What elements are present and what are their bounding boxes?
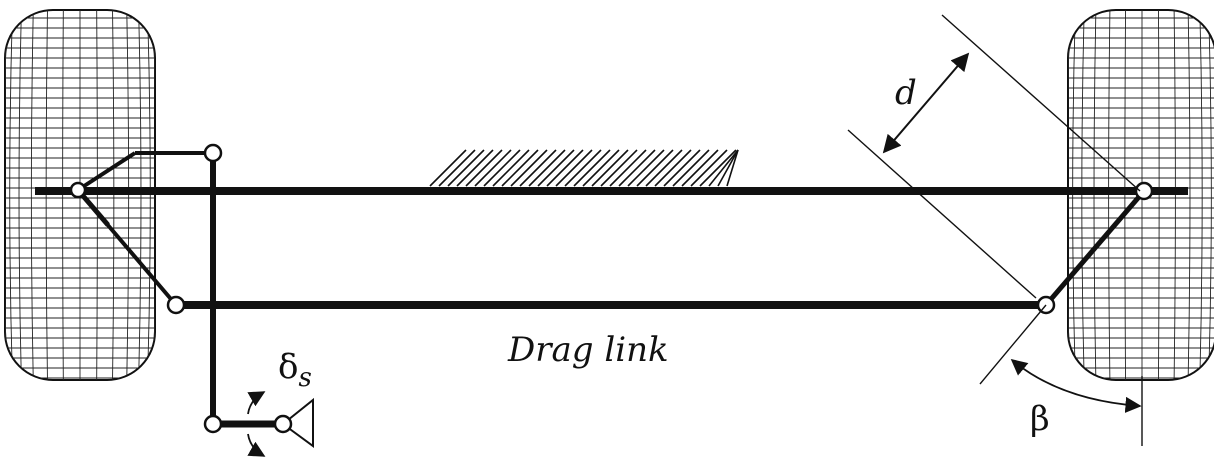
joint-drag-left <box>166 295 186 315</box>
ground-hatch <box>429 149 739 187</box>
right-steering-arm <box>1044 189 1146 307</box>
joint-pitman-bottom <box>203 414 223 434</box>
angle-beta <box>979 304 1143 446</box>
steer-rotation-arrows <box>247 391 266 457</box>
delta-symbol: δ <box>278 347 298 387</box>
dimension-d <box>847 14 1141 299</box>
delta-subscript: s <box>298 363 311 393</box>
label-drag-link: Drag link <box>507 330 669 370</box>
label-delta: δs <box>278 347 312 393</box>
joint-steering-box <box>273 414 293 434</box>
steering-box <box>281 397 314 448</box>
joint-left-kingpin <box>69 181 87 199</box>
joint-right-kingpin <box>1134 181 1154 201</box>
joint-pitman-top <box>203 143 223 163</box>
label-d: d <box>895 73 917 113</box>
label-beta: β <box>1030 399 1050 439</box>
